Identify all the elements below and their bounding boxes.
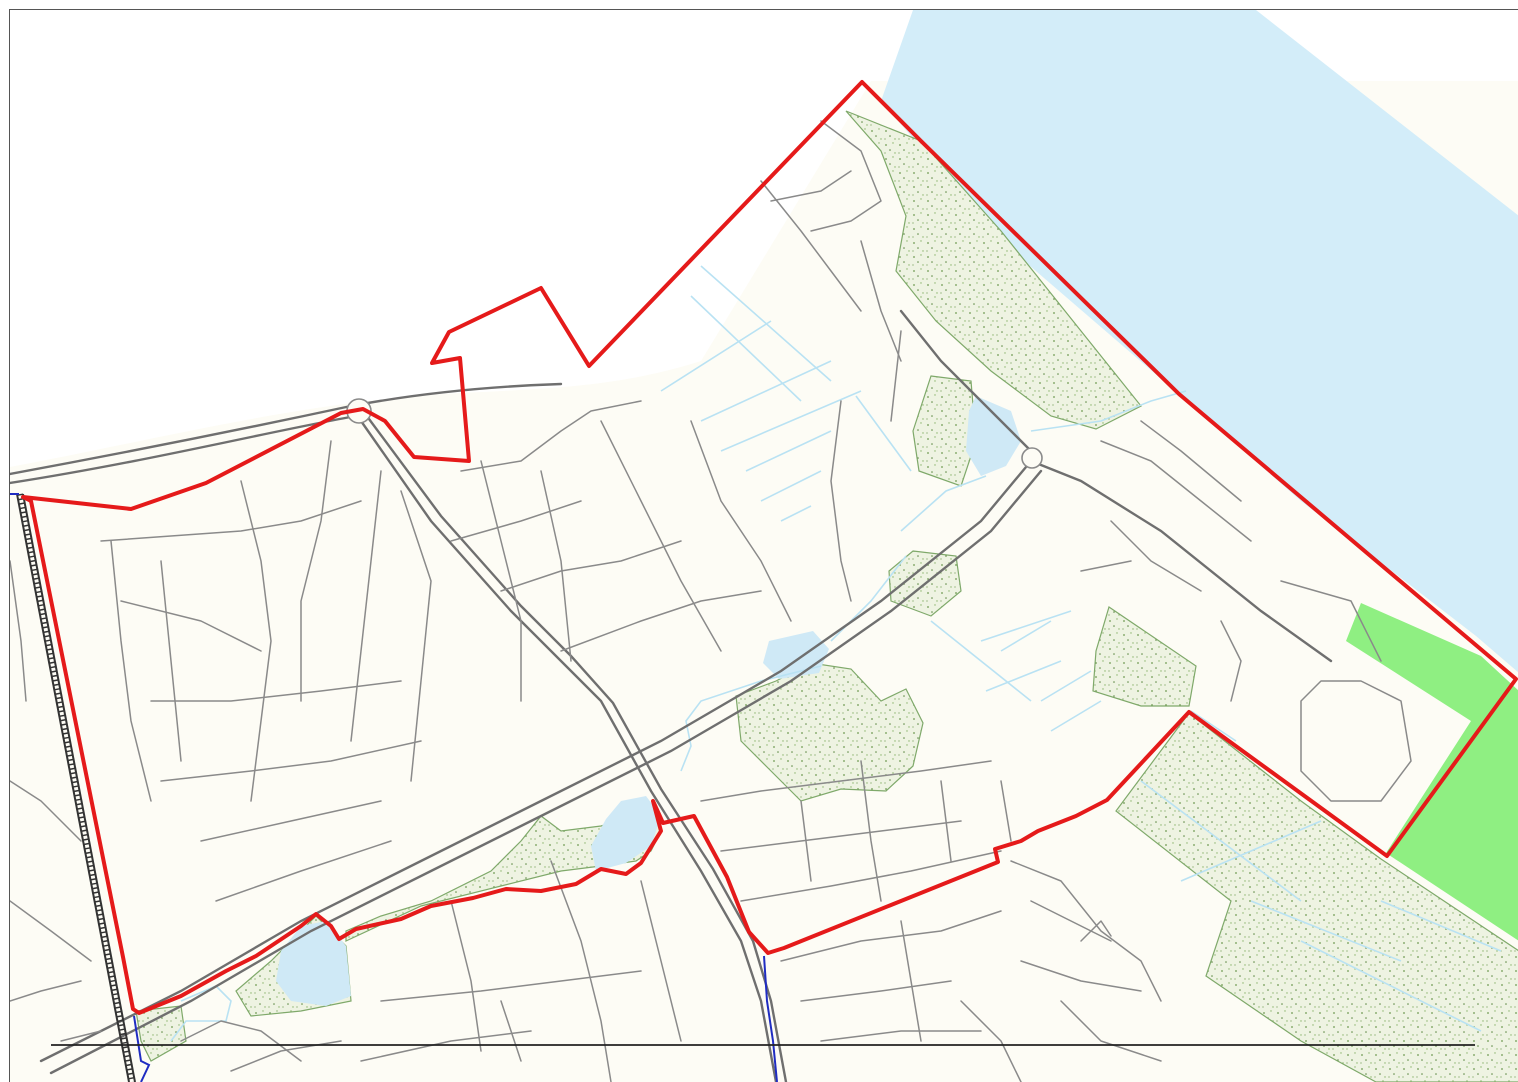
- woodland-area: [845, 110, 1142, 430]
- woodland-area: [1092, 606, 1197, 707]
- railway-track: [16, 493, 136, 1082]
- woodland-area: [1115, 712, 1518, 1082]
- sea-water: [881, 10, 1518, 673]
- lakes: [276, 396, 1021, 1006]
- map-canvas[interactable]: [10, 10, 1518, 1082]
- map-frame[interactable]: [9, 9, 1518, 1082]
- grass-area: [1346, 603, 1518, 941]
- minor-roads: [10, 120, 1412, 1082]
- lake: [276, 921, 351, 1006]
- red-outline: [21, 80, 1518, 1015]
- woodland-area: [135, 1005, 187, 1062]
- canals: [170, 265, 1502, 1042]
- lake: [591, 796, 661, 871]
- roundabout: [1021, 447, 1043, 469]
- lake: [966, 396, 1021, 476]
- secondary-boundary: [10, 493, 778, 1082]
- major-roads: [10, 309, 1333, 1082]
